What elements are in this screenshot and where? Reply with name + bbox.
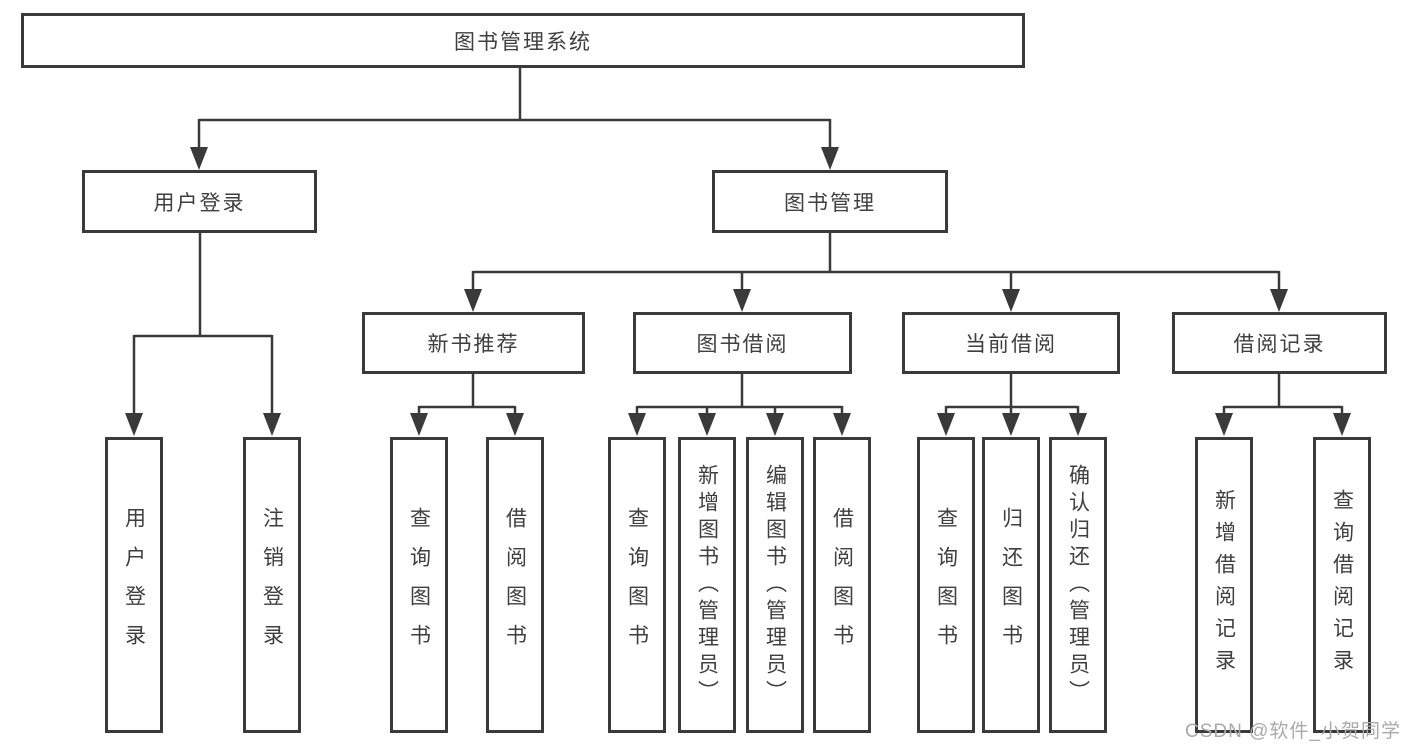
arrowheads	[125, 147, 1351, 436]
node-library-system-label: 图书管理系统	[454, 30, 592, 54]
leaf-query-borrow-record: 查询借阅记录	[1313, 437, 1371, 733]
node-book-borrowing: 图书借阅	[633, 312, 852, 374]
arrowhead	[628, 413, 646, 436]
leaf-logout: 注销登录	[243, 437, 301, 733]
leaf-borrow-books-borrowing-label: 借阅图书	[830, 507, 854, 663]
leaf-query-books-current: 查询图书	[917, 437, 975, 733]
arrowhead	[821, 147, 839, 170]
leaf-query-books-recommend: 查询图书	[390, 437, 448, 733]
node-borrow-records-label: 借阅记录	[1233, 333, 1326, 356]
leaf-borrow-books-recommend-label: 借阅图书	[503, 507, 527, 663]
arrowhead	[937, 413, 955, 436]
leaf-query-books-borrowing-label: 查询图书	[625, 507, 649, 663]
leaf-borrow-books-recommend: 借阅图书	[486, 437, 544, 733]
leaf-add-book-admin: 新增图书（管理员）	[678, 437, 736, 733]
arrowhead	[410, 413, 428, 436]
leaf-confirm-return-admin-label: 确认归还（管理员）	[1066, 463, 1090, 707]
arrowhead	[833, 413, 851, 436]
leaf-edit-book-admin: 编辑图书（管理员）	[746, 437, 804, 733]
node-current-borrowing: 当前借阅	[902, 312, 1120, 374]
arrowhead	[733, 289, 751, 312]
arrowhead	[698, 413, 716, 436]
node-new-book-recommend: 新书推荐	[362, 312, 585, 374]
arrowhead	[1215, 413, 1233, 436]
leaf-logout-label: 注销登录	[260, 507, 284, 663]
leaf-query-books-current-label: 查询图书	[934, 507, 958, 663]
arrowhead	[190, 147, 208, 170]
arrowhead	[1270, 289, 1288, 312]
node-user-login: 用户登录	[82, 170, 317, 233]
node-user-login-label: 用户登录	[153, 191, 246, 215]
leaf-add-borrow-record-label: 新增借阅记录	[1212, 489, 1236, 681]
node-book-management: 图书管理	[712, 170, 948, 233]
node-current-borrowing-label: 当前借阅	[965, 333, 1057, 356]
leaf-edit-book-admin-label: 编辑图书（管理员）	[763, 463, 787, 707]
leaf-user-login: 用户登录	[105, 437, 163, 733]
arrowhead	[766, 413, 784, 436]
leaf-return-books: 归还图书	[982, 437, 1040, 733]
arrowhead	[125, 413, 143, 436]
leaf-query-borrow-record-label: 查询借阅记录	[1330, 489, 1354, 681]
node-book-management-label: 图书管理	[784, 191, 876, 215]
arrowhead	[506, 413, 524, 436]
leaf-add-book-admin-label: 新增图书（管理员）	[695, 463, 719, 707]
arrowhead	[1002, 413, 1020, 436]
leaf-return-books-label: 归还图书	[999, 507, 1023, 663]
arrowhead	[1002, 289, 1020, 312]
arrowhead	[464, 289, 482, 312]
arrowhead	[263, 413, 281, 436]
leaf-query-books-recommend-label: 查询图书	[407, 507, 431, 663]
node-borrow-records: 借阅记录	[1172, 312, 1387, 374]
leaf-add-borrow-record: 新增借阅记录	[1195, 437, 1253, 733]
leaf-borrow-books-borrowing: 借阅图书	[813, 437, 871, 733]
node-book-borrowing-label: 图书借阅	[696, 333, 789, 356]
leaf-query-books-borrowing: 查询图书	[608, 437, 666, 733]
arrowhead	[1069, 413, 1087, 436]
leaf-user-login-label: 用户登录	[122, 507, 146, 663]
node-library-system: 图书管理系统	[21, 13, 1025, 68]
arrowhead	[1333, 413, 1351, 436]
node-new-book-recommend-label: 新书推荐	[427, 333, 520, 356]
leaf-confirm-return-admin: 确认归还（管理员）	[1049, 437, 1107, 733]
csdn-watermark: CSDN @软件_小贺同学	[1185, 721, 1401, 742]
